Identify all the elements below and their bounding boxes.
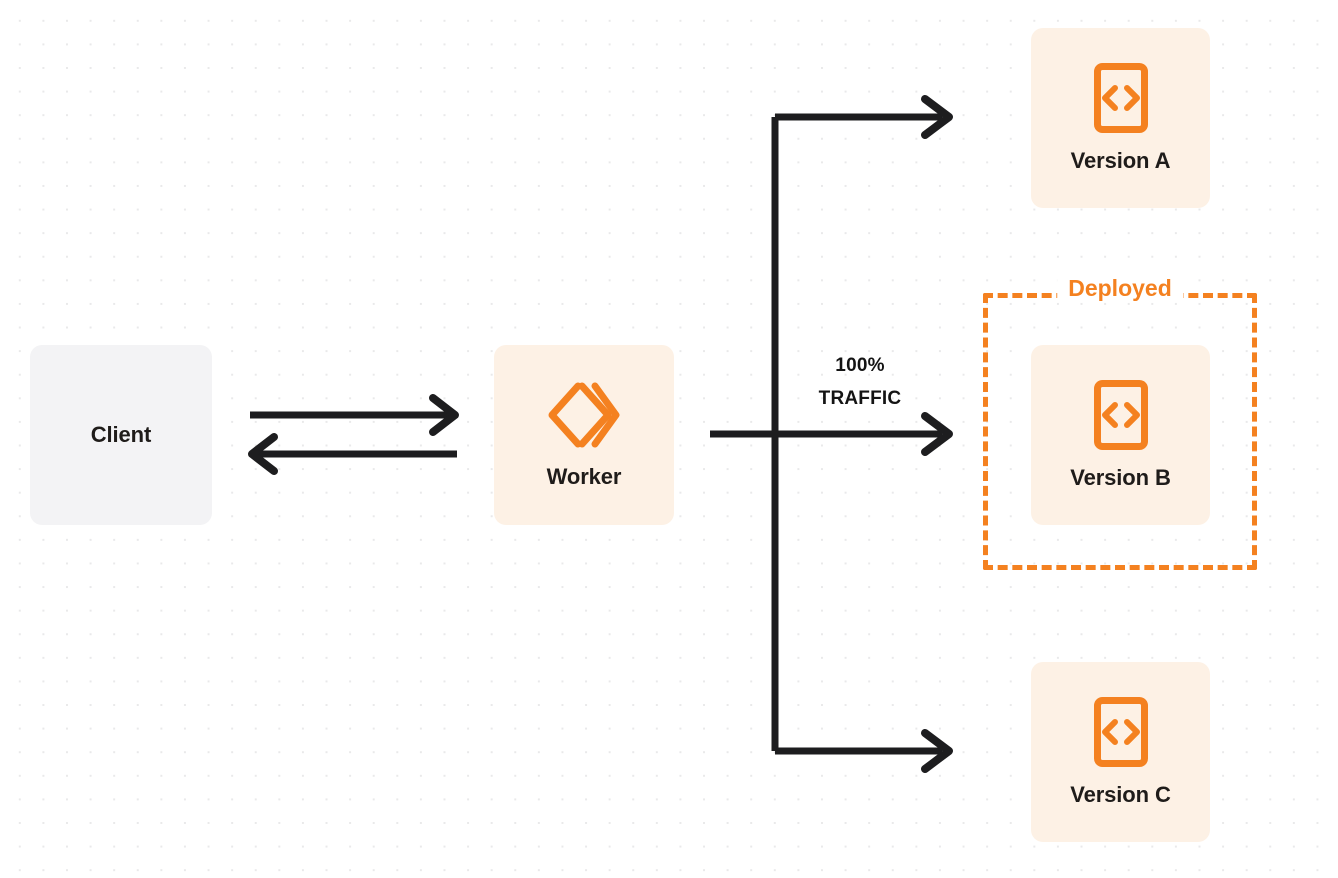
deployed-label: Deployed <box>1057 277 1183 300</box>
cloudflare-workers-logo-icon <box>548 380 620 450</box>
version-a-label: Version A <box>1070 148 1171 173</box>
client-label: Client <box>90 422 152 447</box>
arrow-worker-to-client <box>248 433 457 475</box>
node-version-b[interactable]: Version B <box>1031 345 1210 525</box>
traffic-word: TRAFFIC <box>818 387 902 409</box>
arrow-worker-to-version-a <box>775 95 953 139</box>
code-document-icon <box>1093 379 1149 451</box>
worker-label: Worker <box>546 464 622 489</box>
traffic-percent: 100% <box>835 355 885 376</box>
traffic-annotation: 100% TRAFFIC <box>790 350 930 415</box>
arrow-worker-to-version-c <box>775 729 953 773</box>
code-document-icon <box>1093 62 1149 134</box>
code-document-icon <box>1093 696 1149 768</box>
arrow-client-to-worker <box>250 394 459 436</box>
node-client[interactable]: Client <box>30 345 212 525</box>
node-version-c[interactable]: Version C <box>1031 662 1210 842</box>
version-b-label: Version B <box>1070 465 1171 490</box>
node-version-a[interactable]: Version A <box>1031 28 1210 208</box>
node-worker[interactable]: Worker <box>494 345 674 525</box>
arrow-worker-to-version-b <box>710 412 953 456</box>
deployed-group: Deployed <box>983 277 1257 570</box>
version-c-label: Version C <box>1070 782 1171 807</box>
